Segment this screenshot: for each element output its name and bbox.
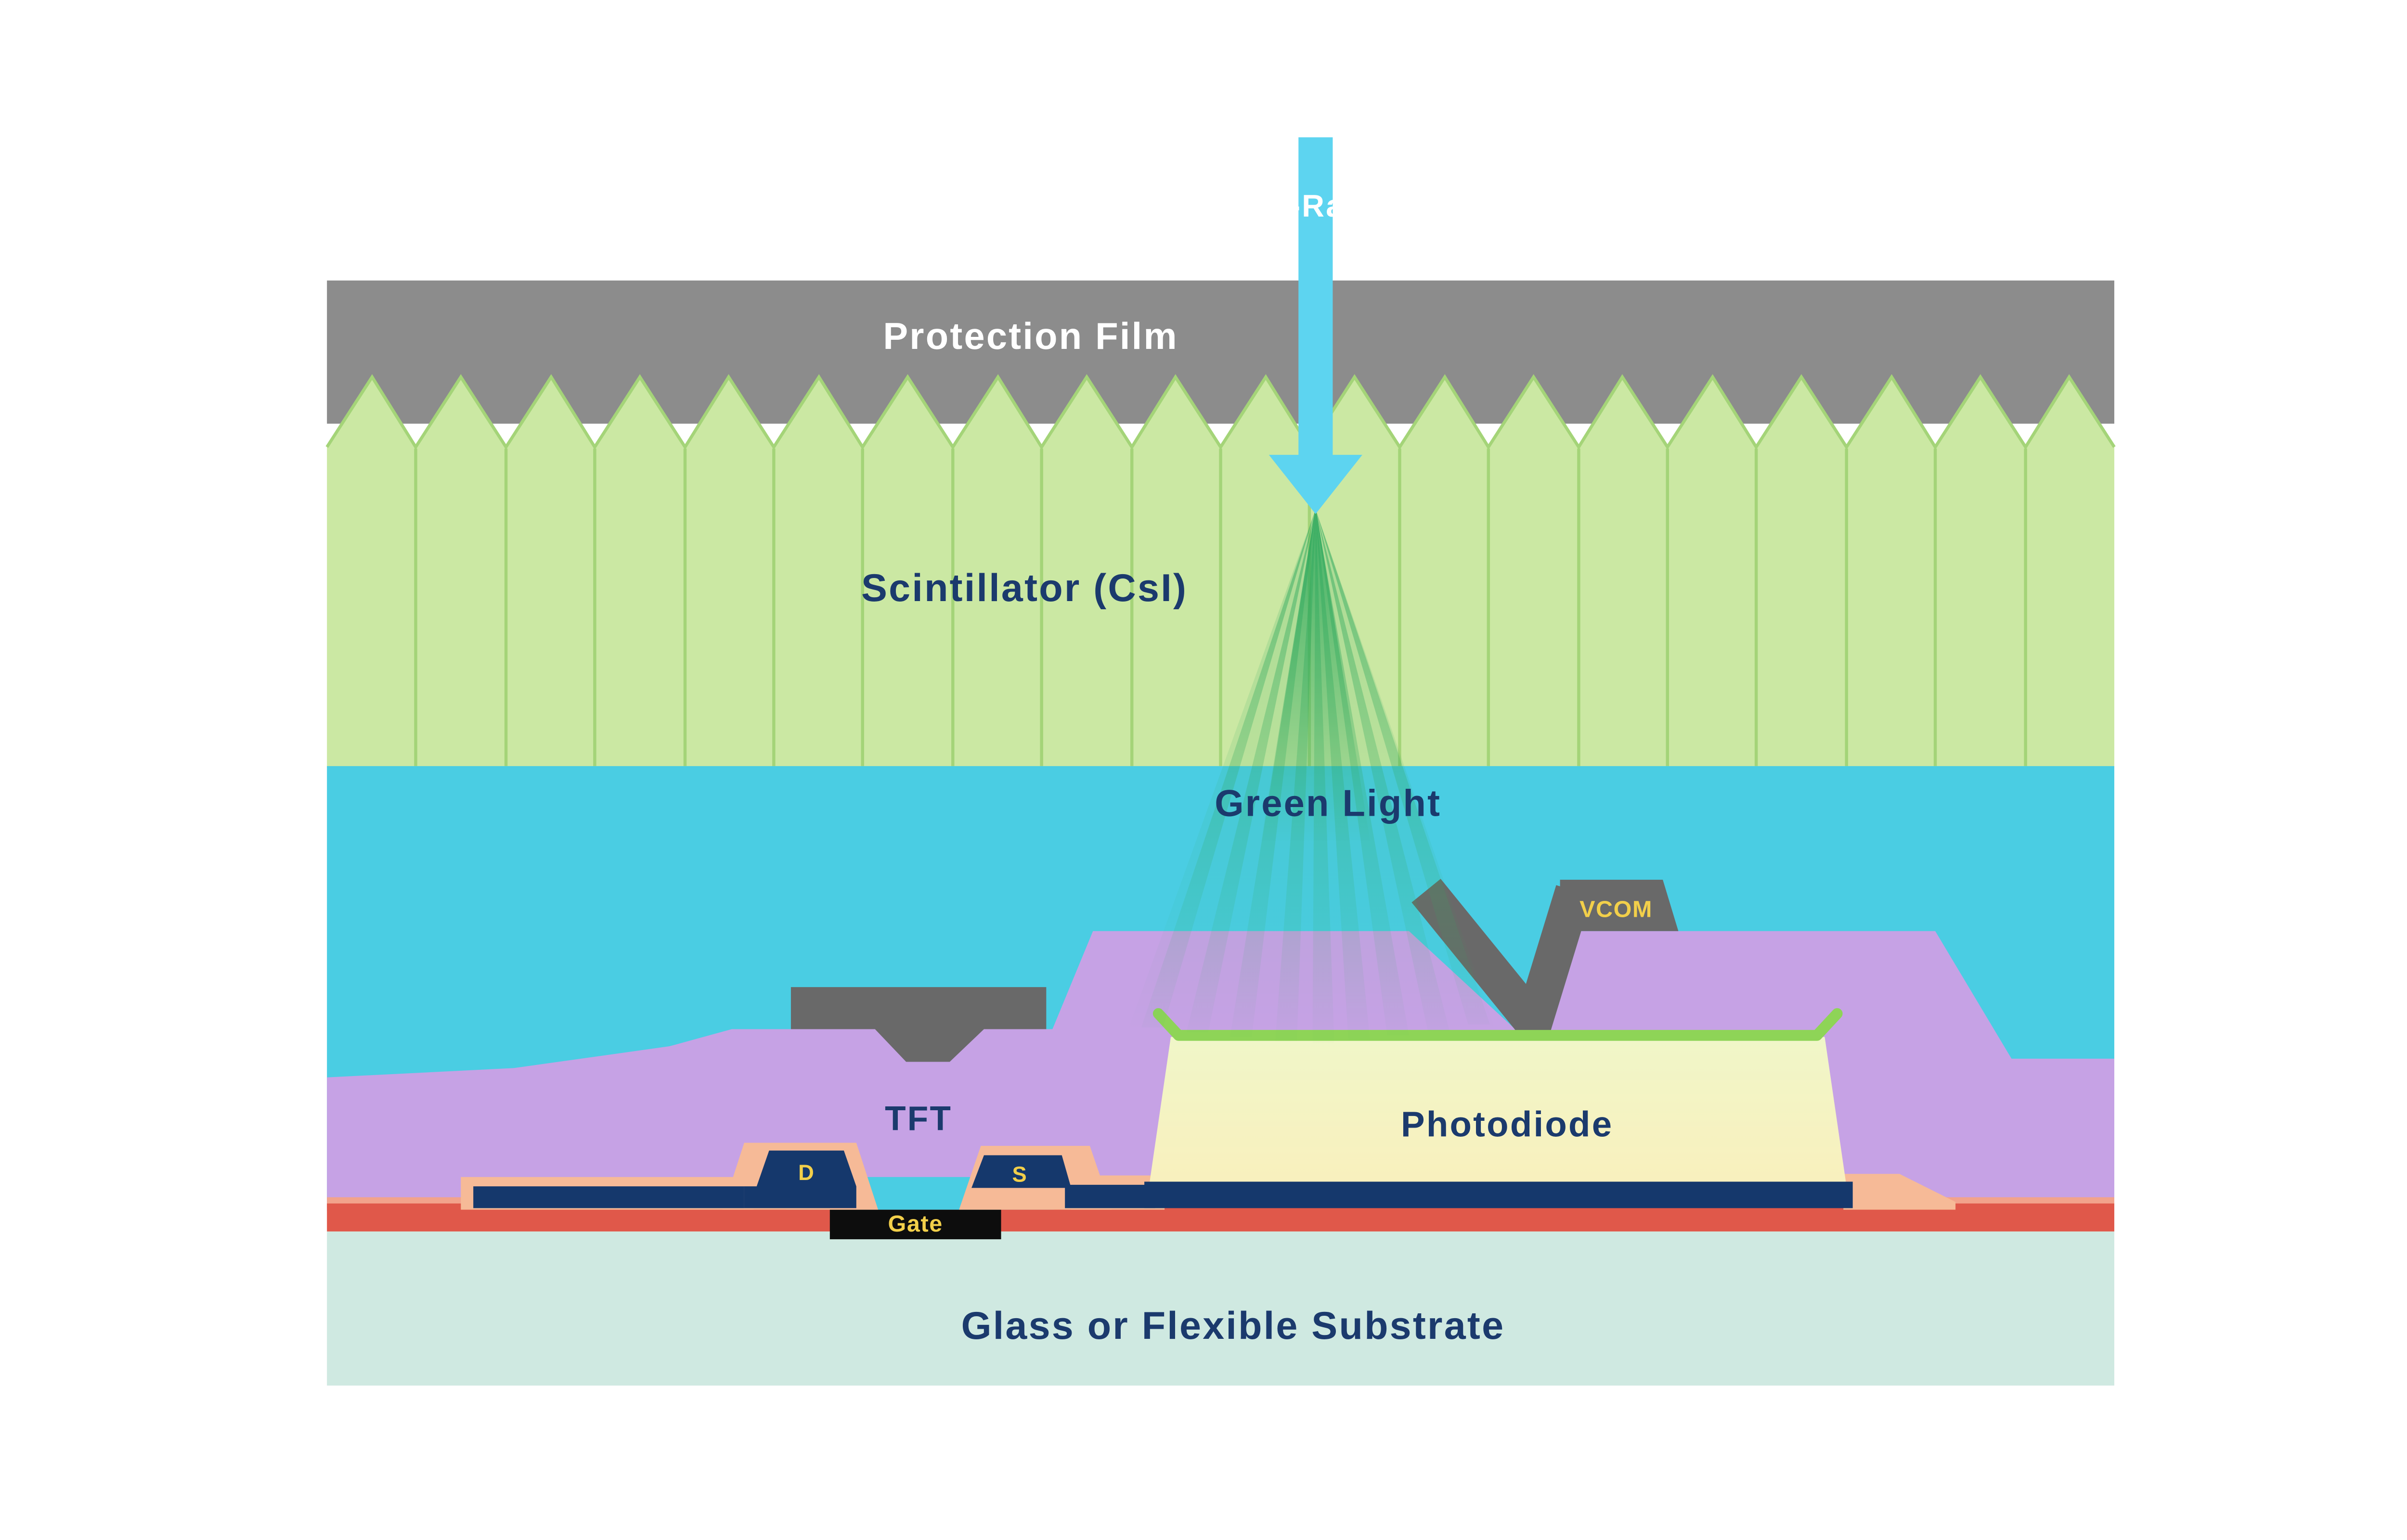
green-ray bbox=[1315, 509, 1490, 1025]
green-ray-core bbox=[1261, 506, 1371, 841]
protection-film-label: Protection Film bbox=[883, 316, 1178, 357]
substrate-label: Glass or Flexible Substrate bbox=[961, 1304, 1505, 1348]
substrate-layer bbox=[327, 1231, 2114, 1386]
photodiode-label: Photodiode bbox=[1401, 1104, 1613, 1144]
xray-arrow-head bbox=[1268, 455, 1362, 514]
gate-label: Gate bbox=[888, 1211, 943, 1237]
scintillator-needle-edge bbox=[325, 374, 2116, 450]
source-to-photodiode-link bbox=[1065, 1184, 1155, 1208]
tft-label: TFT bbox=[885, 1100, 952, 1138]
xray-arrow-shaft bbox=[1298, 137, 1333, 458]
vcom-contact-pad bbox=[1560, 880, 1679, 931]
source-electrode bbox=[971, 1155, 1072, 1188]
drain-electrode bbox=[744, 1150, 856, 1208]
green-ray bbox=[1186, 509, 1316, 1032]
green-light-rays bbox=[1128, 506, 1495, 1043]
xray-label: X-Ray bbox=[1268, 188, 1363, 223]
green-ray bbox=[1315, 509, 1449, 1031]
drain-label: D bbox=[798, 1160, 815, 1185]
source-label: S bbox=[1012, 1162, 1027, 1186]
data-line-electrode bbox=[473, 1186, 744, 1208]
photodiode-body bbox=[1149, 1037, 1847, 1187]
gate-electrode bbox=[829, 1209, 1001, 1240]
xray-arrow bbox=[1268, 137, 1362, 514]
scintillator-label: Scintillator (CsI) bbox=[861, 566, 1188, 610]
vcom-label: VCOM bbox=[1579, 897, 1653, 923]
gate-line-contact bbox=[790, 987, 1047, 1062]
protection-film-layer bbox=[327, 280, 2114, 424]
photodiode-bottom-electrode bbox=[1144, 1181, 1853, 1208]
passivation-right-wrap bbox=[1843, 1174, 1956, 1210]
green-light-label: Green Light bbox=[1215, 783, 1441, 824]
